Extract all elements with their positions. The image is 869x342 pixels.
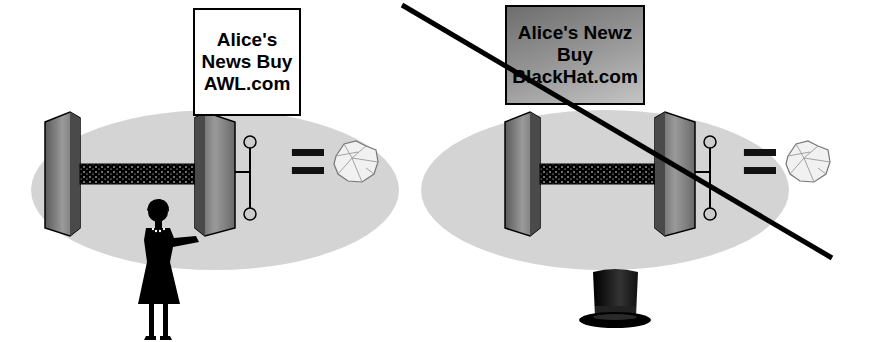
cross-out-line: [402, 5, 832, 258]
sign-card: Alice's Newz Buy BlackHat.com: [505, 5, 645, 105]
equals-sign: =: [741, 129, 778, 193]
sign-card: Alice's News Buy AWL.com: [193, 8, 301, 116]
top-hat: [579, 269, 651, 328]
crumpled-paper: [334, 141, 378, 182]
ground-ellipse: [31, 110, 399, 270]
ground-ellipse: [421, 110, 789, 270]
roller: [505, 112, 716, 236]
roller: [45, 112, 256, 236]
sign-text: Alice's Newz Buy BlackHat.com: [511, 22, 639, 88]
sign-text: Alice's News Buy AWL.com: [200, 29, 294, 95]
woman-figure: [138, 199, 199, 340]
crumpled-paper: [786, 141, 830, 182]
equals-sign: =: [289, 129, 326, 193]
